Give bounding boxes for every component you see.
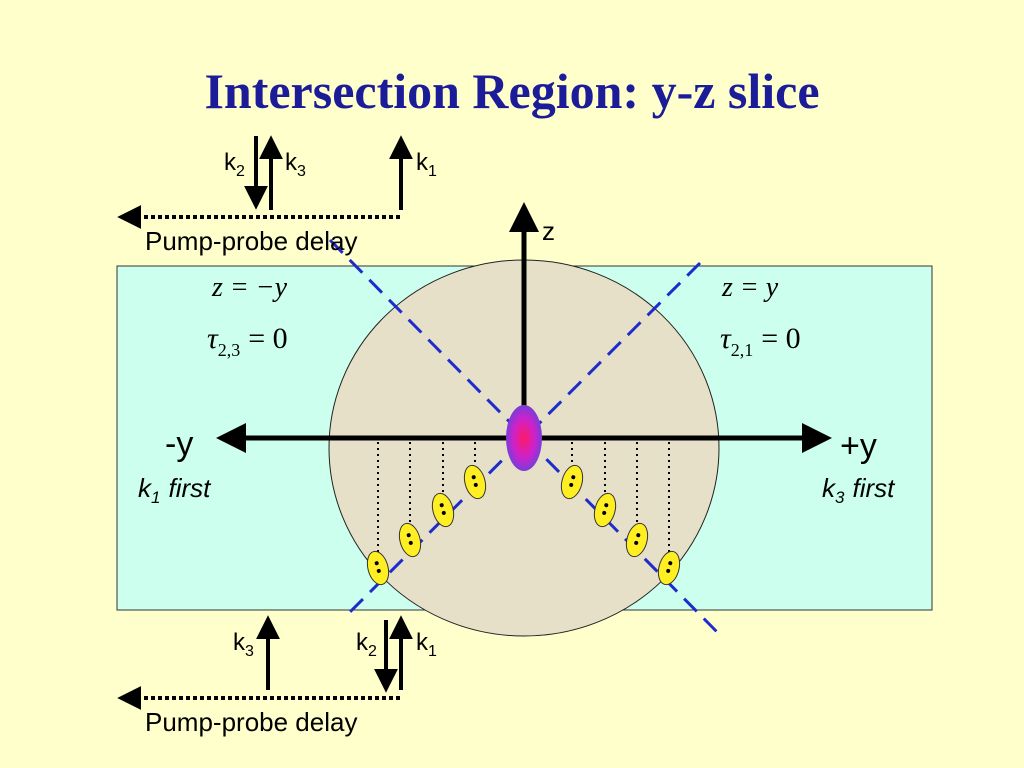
right-first-label: k3 first bbox=[822, 473, 896, 507]
right-tau-sub: 2,1 bbox=[731, 340, 754, 360]
right-tau: τ2,1 = 0 bbox=[720, 322, 801, 360]
right-first-k: k bbox=[822, 473, 837, 503]
right-first-word: first bbox=[852, 473, 896, 503]
molecules-right bbox=[560, 464, 681, 586]
bottom-k2-label: k2 bbox=[356, 629, 377, 660]
left-tau-sub: 2,3 bbox=[218, 340, 241, 360]
bottom-k1-label: k1 bbox=[416, 629, 437, 660]
minus-y-label: -y bbox=[165, 425, 193, 463]
left-tau-rhs: = 0 bbox=[248, 322, 287, 355]
top-k1-label: k1 bbox=[416, 149, 437, 180]
right-tau-symbol: τ bbox=[720, 322, 732, 355]
molecules-left bbox=[366, 464, 487, 586]
left-tau: τ2,3 = 0 bbox=[207, 322, 288, 360]
top-delay-label: Pump-probe delay bbox=[145, 226, 357, 256]
left-tau-symbol: τ bbox=[207, 322, 219, 355]
top-k3-label: k3 bbox=[285, 149, 306, 180]
dotted-drop-lines bbox=[377, 442, 670, 556]
right-tau-rhs: = 0 bbox=[761, 322, 800, 355]
intersection-spot bbox=[506, 405, 542, 471]
bottom-delay-label: Pump-probe delay bbox=[145, 707, 357, 737]
left-equation: z = −y bbox=[211, 272, 288, 303]
left-first-k: k bbox=[138, 473, 153, 503]
z-axis-label: z bbox=[542, 216, 555, 246]
plus-y-label: +y bbox=[840, 427, 877, 465]
right-equation: z = y bbox=[721, 272, 779, 303]
slide-title: Intersection Region: y-z slice bbox=[204, 63, 820, 119]
bottom-k3-label: k3 bbox=[233, 629, 254, 660]
diagonal-z-equals-minus-y bbox=[328, 238, 722, 637]
right-first-sub: 3 bbox=[835, 488, 845, 507]
left-first-sub: 1 bbox=[151, 488, 160, 507]
left-first-word: first bbox=[168, 473, 212, 503]
top-k2-label: k2 bbox=[224, 149, 245, 180]
left-first-label: k1 first bbox=[138, 473, 212, 507]
